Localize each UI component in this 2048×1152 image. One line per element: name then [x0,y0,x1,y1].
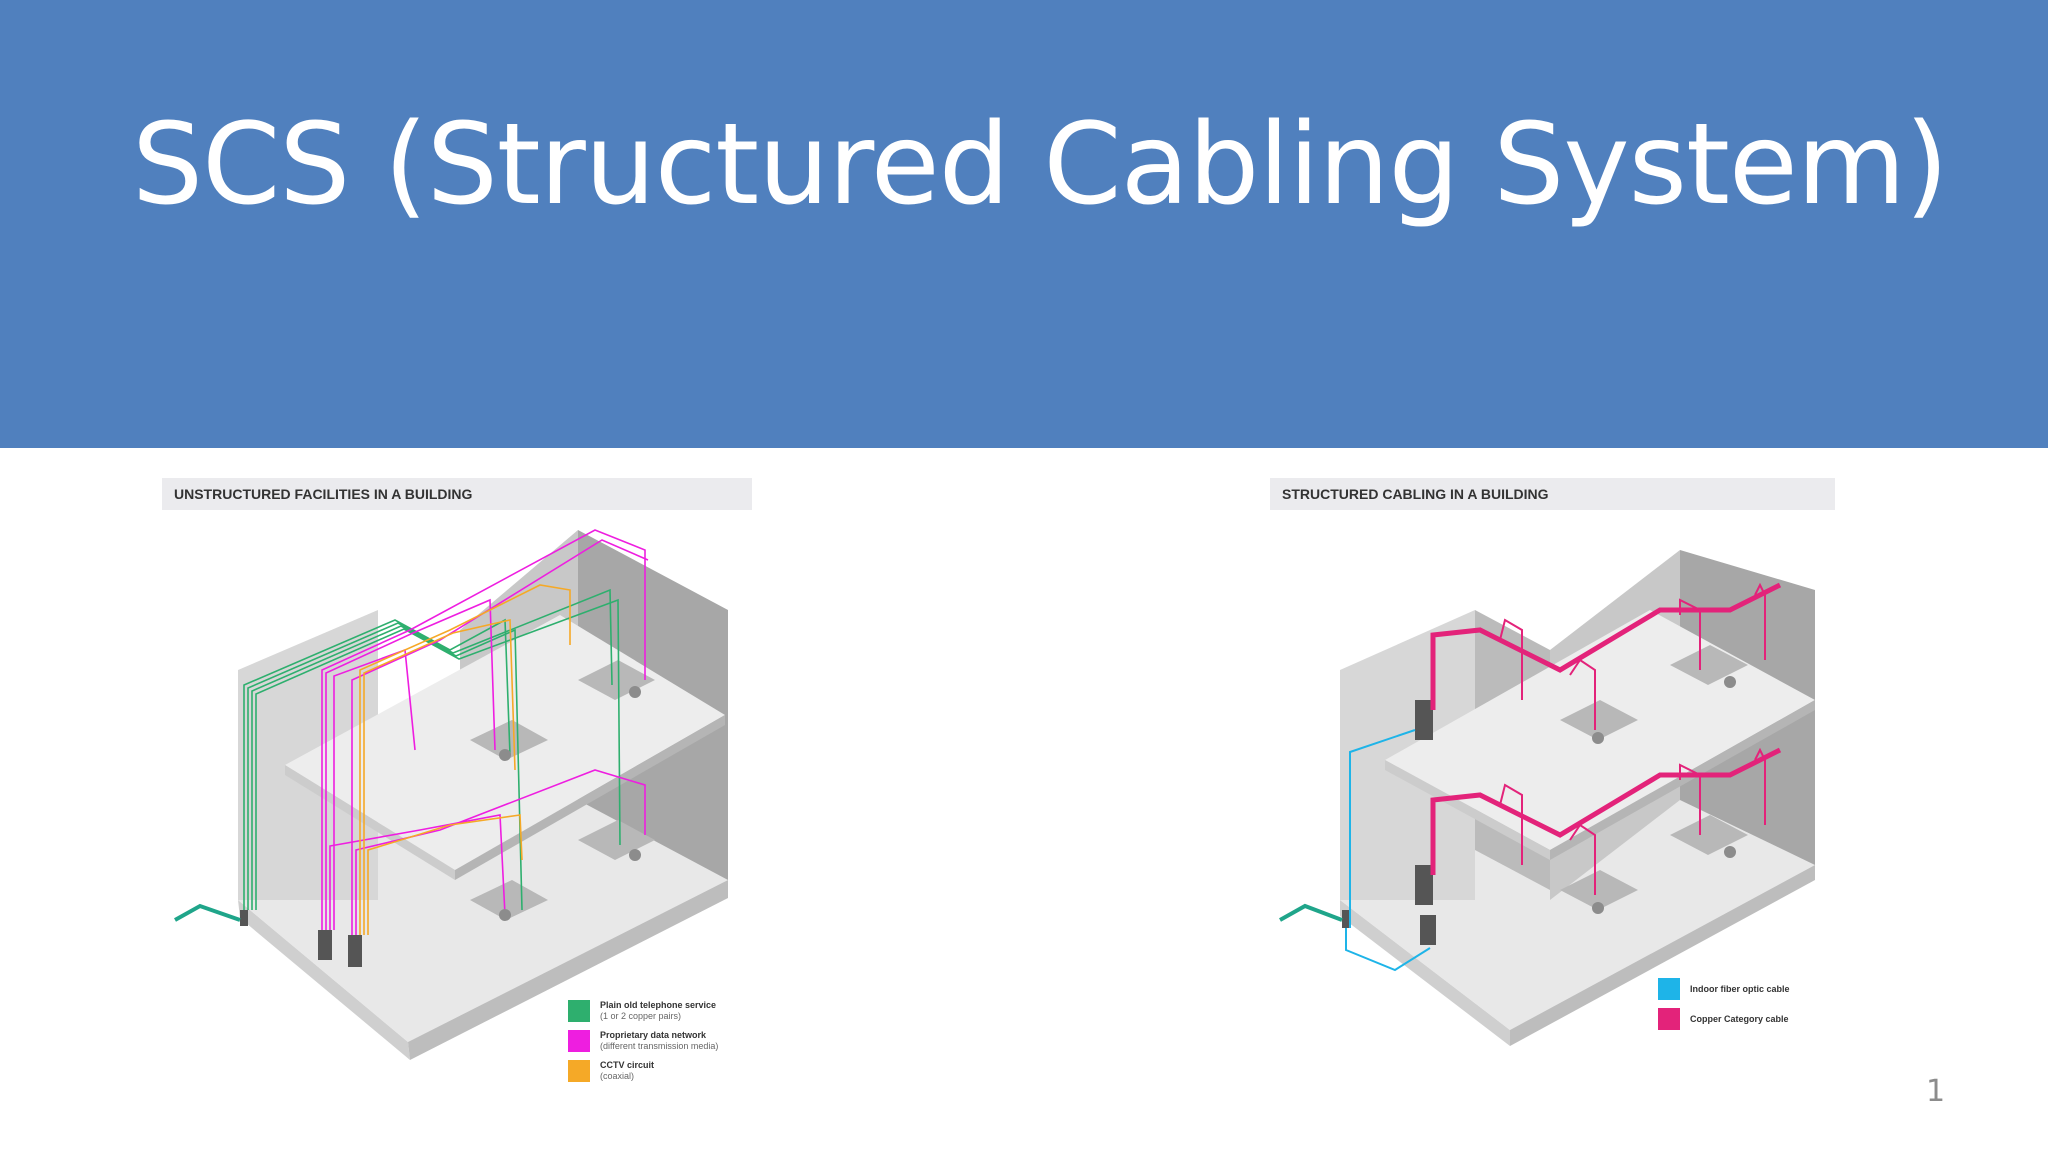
telephone-swatch [568,1000,590,1022]
equipment-box [318,930,332,960]
chair [1592,732,1604,744]
desk [470,880,548,920]
data-network-cables [321,529,649,935]
copper-swatch [1658,1008,1680,1030]
legend-item-fiber: Indoor fiber optic cable [1658,978,1790,1000]
desk [1560,870,1638,910]
unstructured-building-illustration [174,529,728,1060]
chair [499,909,511,921]
chair [1724,846,1736,858]
entrance-box [1342,910,1350,928]
legend-item-data-network: Proprietary data network(different trans… [568,1030,718,1052]
structured-heading: STRUCTURED CABLING IN A BUILDING [1270,478,1835,510]
chair [499,749,511,761]
entrance-box [240,910,248,926]
fiber-cables [1345,729,1431,972]
legend-item-cctv: CCTV circuit(coaxial) [568,1060,718,1082]
telephone-cables [243,588,621,911]
data-network-swatch [568,1030,590,1052]
unstructured-panel: UNSTRUCTURED FACILITIES IN A BUILDING [150,470,770,1110]
chair [1724,676,1736,688]
structured-building-illustration [1279,550,1815,1046]
floor-distributor [1415,865,1433,905]
cctv-swatch [568,1060,590,1082]
building-distributor [1420,915,1436,945]
incoming-line [1279,903,1343,922]
desk [1670,645,1748,685]
legend-item-copper: Copper Category cable [1658,1008,1790,1030]
equipment-box [348,935,362,967]
chair [1592,902,1604,914]
title-banner: SCS (Structured Cabling System) [0,0,2048,448]
chair [629,849,641,861]
legend-item-telephone: Plain old telephone service(1 or 2 coppe… [568,1000,718,1022]
fiber-swatch [1658,978,1680,1000]
structured-panel: STRUCTURED CABLING IN A BUILDING [1260,470,1860,1070]
desk [1670,815,1748,855]
copper-cables-upper [1430,582,1782,710]
incoming-line [174,903,241,922]
floor-distributor [1415,700,1433,740]
desk [578,820,655,860]
unstructured-heading: UNSTRUCTURED FACILITIES IN A BUILDING [162,478,752,510]
cctv-cables [359,584,571,935]
slide-title: SCS (Structured Cabling System) [132,100,1949,230]
ground-slab-side [408,880,728,1060]
desk [578,660,655,700]
unstructured-legend: Plain old telephone service(1 or 2 coppe… [568,1000,718,1090]
chair [629,686,641,698]
desk [1560,700,1638,740]
ground-slab-front [238,900,410,1060]
copper-cables-lower [1430,747,1782,875]
structured-legend: Indoor fiber optic cable Copper Category… [1658,978,1790,1038]
page-number: 1 [1926,1074,1946,1109]
